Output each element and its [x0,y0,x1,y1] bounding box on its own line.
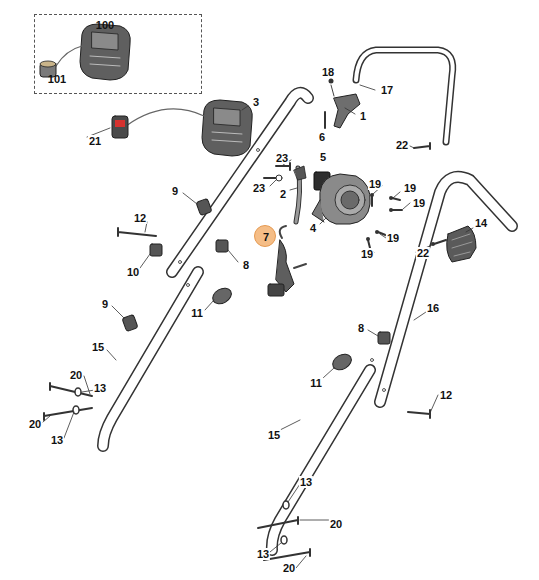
callout-number: 13 [93,382,107,394]
callout-number: 16 [426,302,440,314]
callout-number: 8 [242,259,250,271]
callout-number: 1 [359,110,367,122]
callout-number: 101 [48,73,66,85]
kit-box: 100 101 [34,14,202,94]
callout-number: 20 [329,518,343,530]
callout-number: 19 [368,178,382,190]
callout-number: 22 [416,247,430,259]
callout-number: 20 [28,418,42,430]
callout-number: 4 [309,222,317,234]
callout-number: 11 [190,307,204,319]
callout-number: 9 [101,298,109,310]
callout-number: 13 [256,548,270,560]
callout-number: 11 [309,377,323,389]
callout-number: 2 [279,188,287,200]
callout-number: 18 [321,66,335,78]
callout-number: 19 [360,248,374,260]
callout-number: 21 [88,135,102,147]
callout-number: 17 [380,84,394,96]
callout-number: 3 [252,96,260,108]
callout-number: 5 [319,151,327,163]
highlight-callout: 7 [254,225,276,247]
callout-number: 100 [96,19,114,31]
callout-number: 19 [386,232,400,244]
callout-number: 19 [412,197,426,209]
callout-number: 7 [263,231,269,243]
callout-number: 20 [282,562,296,574]
callout-number: 12 [439,389,453,401]
callout-number: 6 [318,131,326,143]
callout-number: 20 [69,369,83,381]
callout-number: 14 [474,217,488,229]
callout-number: 9 [171,185,179,197]
callout-number: 8 [357,322,365,334]
callout-number: 19 [403,182,417,194]
callout-number: 23 [252,182,266,194]
callout-number: 23 [275,152,289,164]
callout-number: 15 [91,341,105,353]
callout-number: 10 [126,266,140,278]
callout-number: 12 [133,212,147,224]
callout-number: 13 [299,476,313,488]
callout-number: 13 [50,434,64,446]
callout-number: 22 [395,139,409,151]
callout-number: 15 [267,429,281,441]
